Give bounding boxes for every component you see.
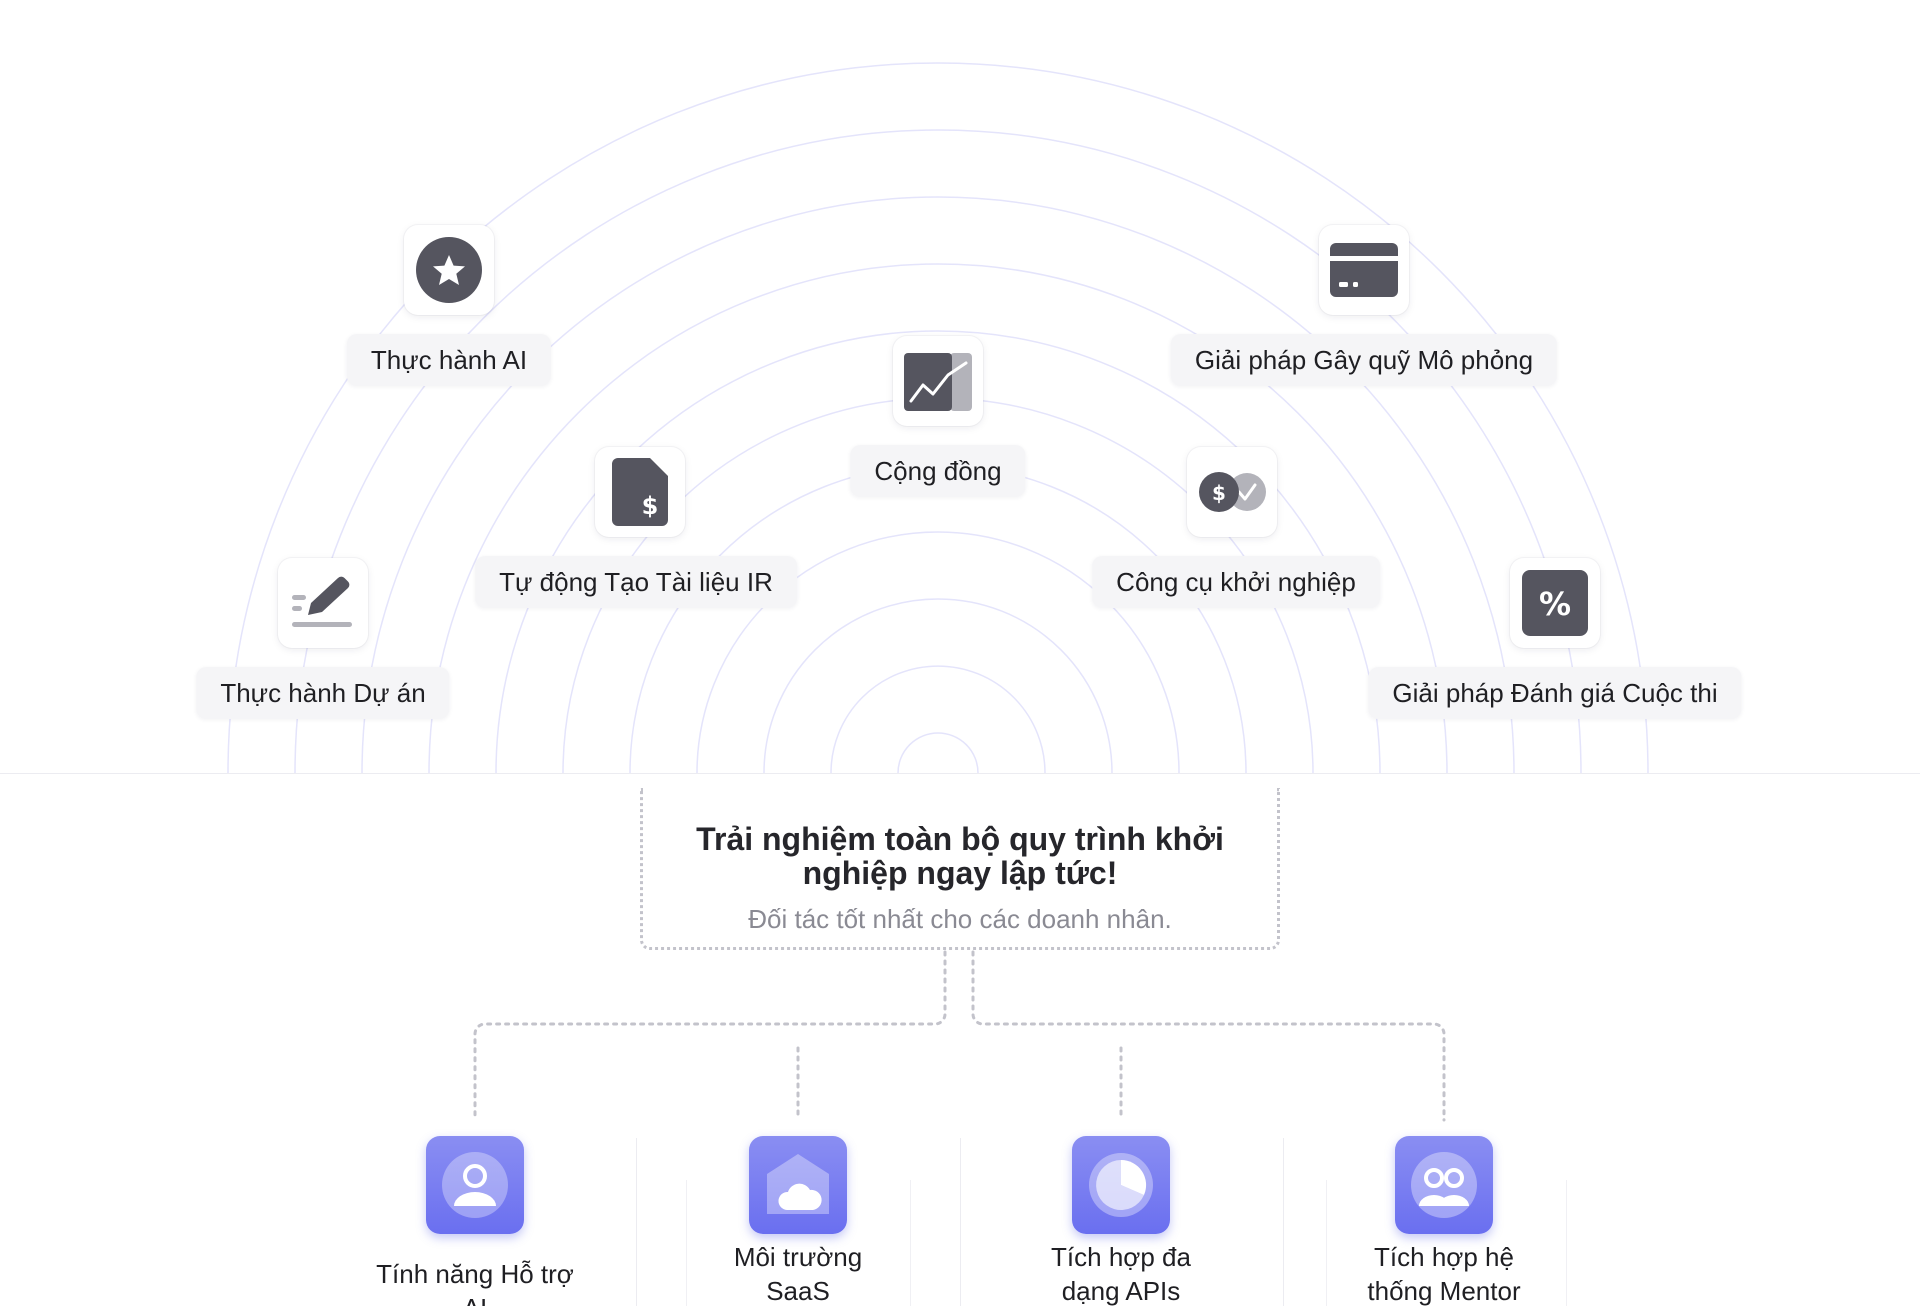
bottom-label-line: Tính năng Hỗ trợ AI <box>376 1259 574 1306</box>
coins-icon: $ <box>1199 472 1266 512</box>
card-edge <box>910 1180 911 1306</box>
bottom-label-apis: Tích hợp đa dạng APIs <box>1011 1240 1231 1306</box>
feature-label-competition-eval: Giải pháp Đánh giá Cuộc thi <box>1368 667 1742 719</box>
card-edge <box>1566 1180 1567 1306</box>
ai-practice-icon-card[interactable] <box>404 225 494 315</box>
feature-label-fundraising: Giải pháp Gây quỹ Mô phỏng <box>1170 334 1558 386</box>
ir-document-icon-card[interactable]: $ <box>595 447 685 537</box>
apis-icon-tile[interactable] <box>1072 1136 1170 1234</box>
pen-lines-icon <box>292 576 352 627</box>
startup-tools-icon-card[interactable]: $ <box>1187 447 1277 537</box>
section-divider <box>0 773 1920 774</box>
ring-arc <box>428 263 1448 774</box>
star-circle-icon <box>416 237 482 303</box>
credit-card-icon <box>1330 243 1398 297</box>
column-separator <box>1283 1138 1284 1306</box>
ring-arc <box>227 62 1649 774</box>
column-separator <box>636 1138 637 1306</box>
bottom-label-line: SaaS <box>766 1276 830 1306</box>
feature-label-ai-practice: Thực hành AI <box>346 334 552 386</box>
fundraising-icon-card[interactable] <box>1319 225 1409 315</box>
cloud-home-icon <box>767 1154 829 1214</box>
project-practice-icon-card[interactable] <box>278 558 368 648</box>
ring-arc <box>830 665 1046 774</box>
bottom-label-line: Môi trường <box>733 1242 863 1272</box>
bottom-label-line: thống Mentor <box>1367 1276 1521 1306</box>
bottom-label-line: Tích hợp đa <box>1051 1242 1191 1272</box>
card-edge <box>1326 1180 1327 1306</box>
mentor-icon-tile[interactable] <box>1395 1136 1493 1234</box>
competition-eval-icon-card[interactable]: % <box>1510 558 1600 648</box>
card-edge <box>686 1180 687 1306</box>
percent-icon: % <box>1522 570 1588 636</box>
ring-arc <box>696 531 1180 774</box>
center-message-box: Trải nghiệm toàn bộ quy trình khởi nghiệ… <box>640 788 1280 950</box>
svg-text:$: $ <box>1212 481 1226 505</box>
dollar-document-icon: $ <box>612 458 668 526</box>
feature-label-startup-tools: Công cụ khởi nghiệp <box>1092 556 1380 608</box>
feature-label-community: Cộng đồng <box>850 445 1026 497</box>
ring-arc <box>361 196 1515 774</box>
ai-support-icon-tile[interactable] <box>426 1136 524 1234</box>
ring-arc <box>763 598 1113 774</box>
center-title-line1: Trải nghiệm toàn bộ quy trình khởi <box>696 821 1224 857</box>
center-title-line2: nghiệp ngay lập tức! <box>802 855 1118 891</box>
pie-chart-icon <box>1089 1153 1153 1217</box>
saas-icon-tile[interactable] <box>749 1136 847 1234</box>
bottom-label-mentor: Tích hợp hệ thống Mentor <box>1334 1240 1554 1306</box>
svg-text:$: $ <box>642 492 659 520</box>
ring-arc <box>294 129 1582 774</box>
group-icon <box>1411 1152 1477 1218</box>
bottom-label-line: Tích hợp hệ <box>1374 1242 1514 1272</box>
bottom-label-ai-support: Tính năng Hỗ trợ AI <box>365 1257 585 1306</box>
ring-arc <box>897 732 979 774</box>
community-icon-card[interactable] <box>893 336 983 426</box>
bottom-label-line: dạng APIs <box>1061 1276 1181 1306</box>
feature-label-ir-document: Tự động Tạo Tài liệu IR <box>475 556 797 608</box>
center-subtitle: Đối tác tốt nhất cho các doanh nhân. <box>748 904 1172 934</box>
trend-chart-icon <box>904 353 972 411</box>
svg-text:%: % <box>1539 585 1571 623</box>
column-separator <box>960 1138 961 1306</box>
feature-label-project-practice: Thực hành Dự án <box>196 667 450 719</box>
user-profile-icon <box>442 1152 508 1218</box>
bottom-label-saas: Môi trường SaaS <box>688 1240 908 1306</box>
center-title: Trải nghiệm toàn bộ quy trình khởi nghiệ… <box>643 822 1277 890</box>
